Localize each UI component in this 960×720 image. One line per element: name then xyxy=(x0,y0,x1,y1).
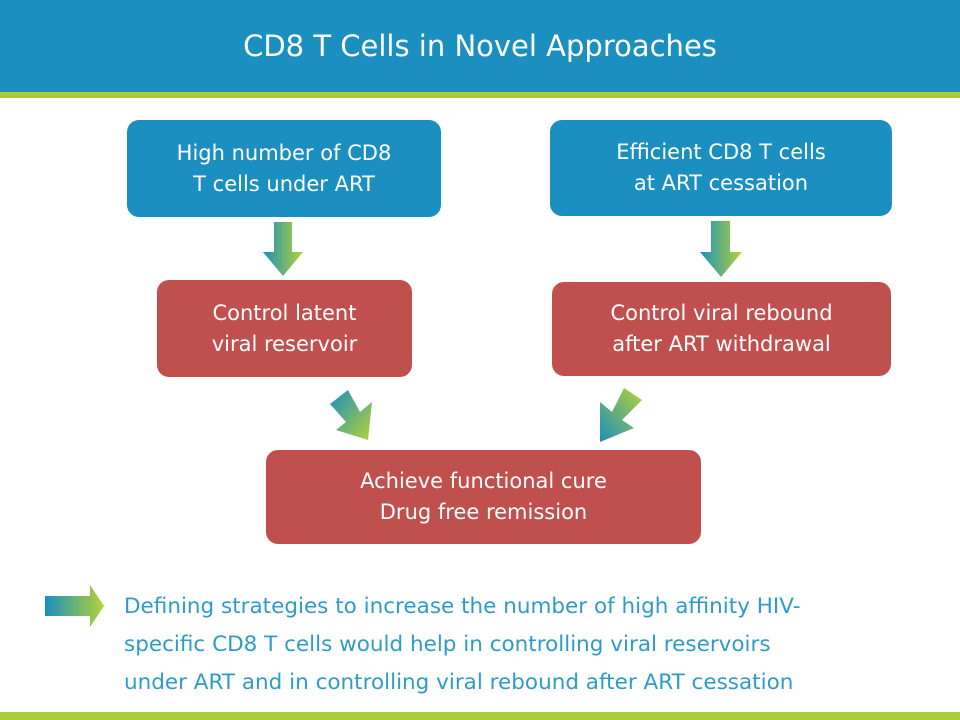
box-control-latent-reservoir: Control latent viral reservoir xyxy=(157,280,412,377)
box-functional-cure: Achieve functional cure Drug free remiss… xyxy=(266,450,701,544)
footer-accent-line xyxy=(0,712,960,720)
header-accent-line xyxy=(0,92,960,98)
arrow-diagonal-right-icon xyxy=(330,390,372,440)
box-control-viral-rebound: Control viral rebound after ART withdraw… xyxy=(552,282,891,376)
box-high-number-cd8: High number of CD8 T cells under ART xyxy=(127,120,441,217)
box-efficient-cd8: Efficient CD8 T cells at ART cessation xyxy=(550,120,892,216)
header-bar xyxy=(0,0,960,92)
arrow-down-right-icon xyxy=(700,221,742,277)
slide-title: CD8 T Cells in Novel Approaches xyxy=(243,29,717,63)
bullet-arrow-icon xyxy=(45,585,104,627)
conclusion-note: Defining strategies to increase the numb… xyxy=(124,594,801,695)
arrow-down-left-icon xyxy=(263,222,303,276)
arrow-diagonal-left-icon xyxy=(600,388,642,442)
